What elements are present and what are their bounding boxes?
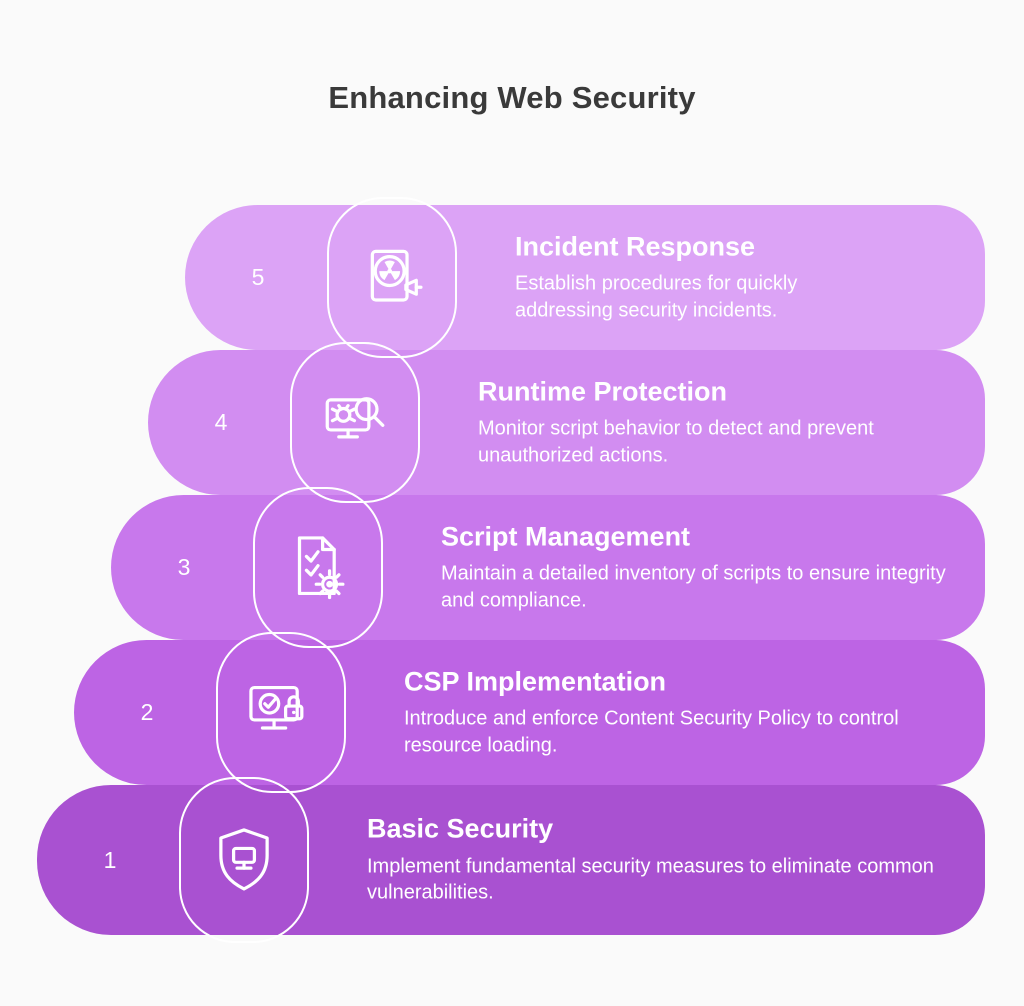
step-content: Incident Response Establish procedures f… xyxy=(515,230,961,323)
step-description: Introduce and enforce Content Security P… xyxy=(404,707,899,756)
csp-implementation-icon xyxy=(249,685,304,730)
step-content: Runtime Protection Monitor script behavi… xyxy=(478,375,961,468)
incident-response-icon xyxy=(370,249,423,302)
step-description: Establish procedures for quickly address… xyxy=(515,272,798,321)
step-row-3: 3 Script Management Maintain a de xyxy=(111,487,985,648)
step-number: 4 xyxy=(214,409,228,435)
step-number: 1 xyxy=(103,846,117,873)
step-row-2: 2 CSP Implementation Introduce and enfor… xyxy=(74,632,985,793)
step-description: Maintain a detailed inventory of scripts… xyxy=(441,562,946,611)
step-icon-capsule xyxy=(179,777,309,943)
step-icon-capsule xyxy=(290,342,420,503)
step-icon-capsule xyxy=(327,197,457,358)
step-icon-capsule xyxy=(253,487,383,648)
script-management-icon xyxy=(297,535,345,599)
step-row-1: 1 Basic Security Implement fundamental s… xyxy=(37,777,985,943)
step-content: CSP Implementation Introduce and enforce… xyxy=(404,665,961,758)
step-number: 3 xyxy=(177,554,191,580)
step-number: 2 xyxy=(140,699,154,725)
step-row-5: 5 Incident Response Establish procedures… xyxy=(185,197,985,358)
step-row-4: 4 Runtime Protection Monitor script beha… xyxy=(148,342,985,503)
step-description: Implement fundamental security measures … xyxy=(367,854,934,904)
step-title: Incident Response xyxy=(515,230,756,261)
step-description: Monitor script behavior to detect and pr… xyxy=(478,417,874,466)
step-icon-capsule xyxy=(216,632,346,793)
step-title: Runtime Protection xyxy=(478,375,728,406)
step-content: Basic Security Implement fundamental sec… xyxy=(367,814,961,905)
step-title: CSP Implementation xyxy=(404,665,667,696)
step-title: Script Management xyxy=(441,520,691,551)
basic-security-icon xyxy=(219,828,269,891)
step-title: Basic Security xyxy=(367,813,554,844)
step-number: 5 xyxy=(251,264,265,290)
page-title: Enhancing Web Security xyxy=(328,80,696,115)
step-content: Script Management Maintain a detailed in… xyxy=(441,520,961,613)
runtime-protection-icon xyxy=(325,396,385,438)
